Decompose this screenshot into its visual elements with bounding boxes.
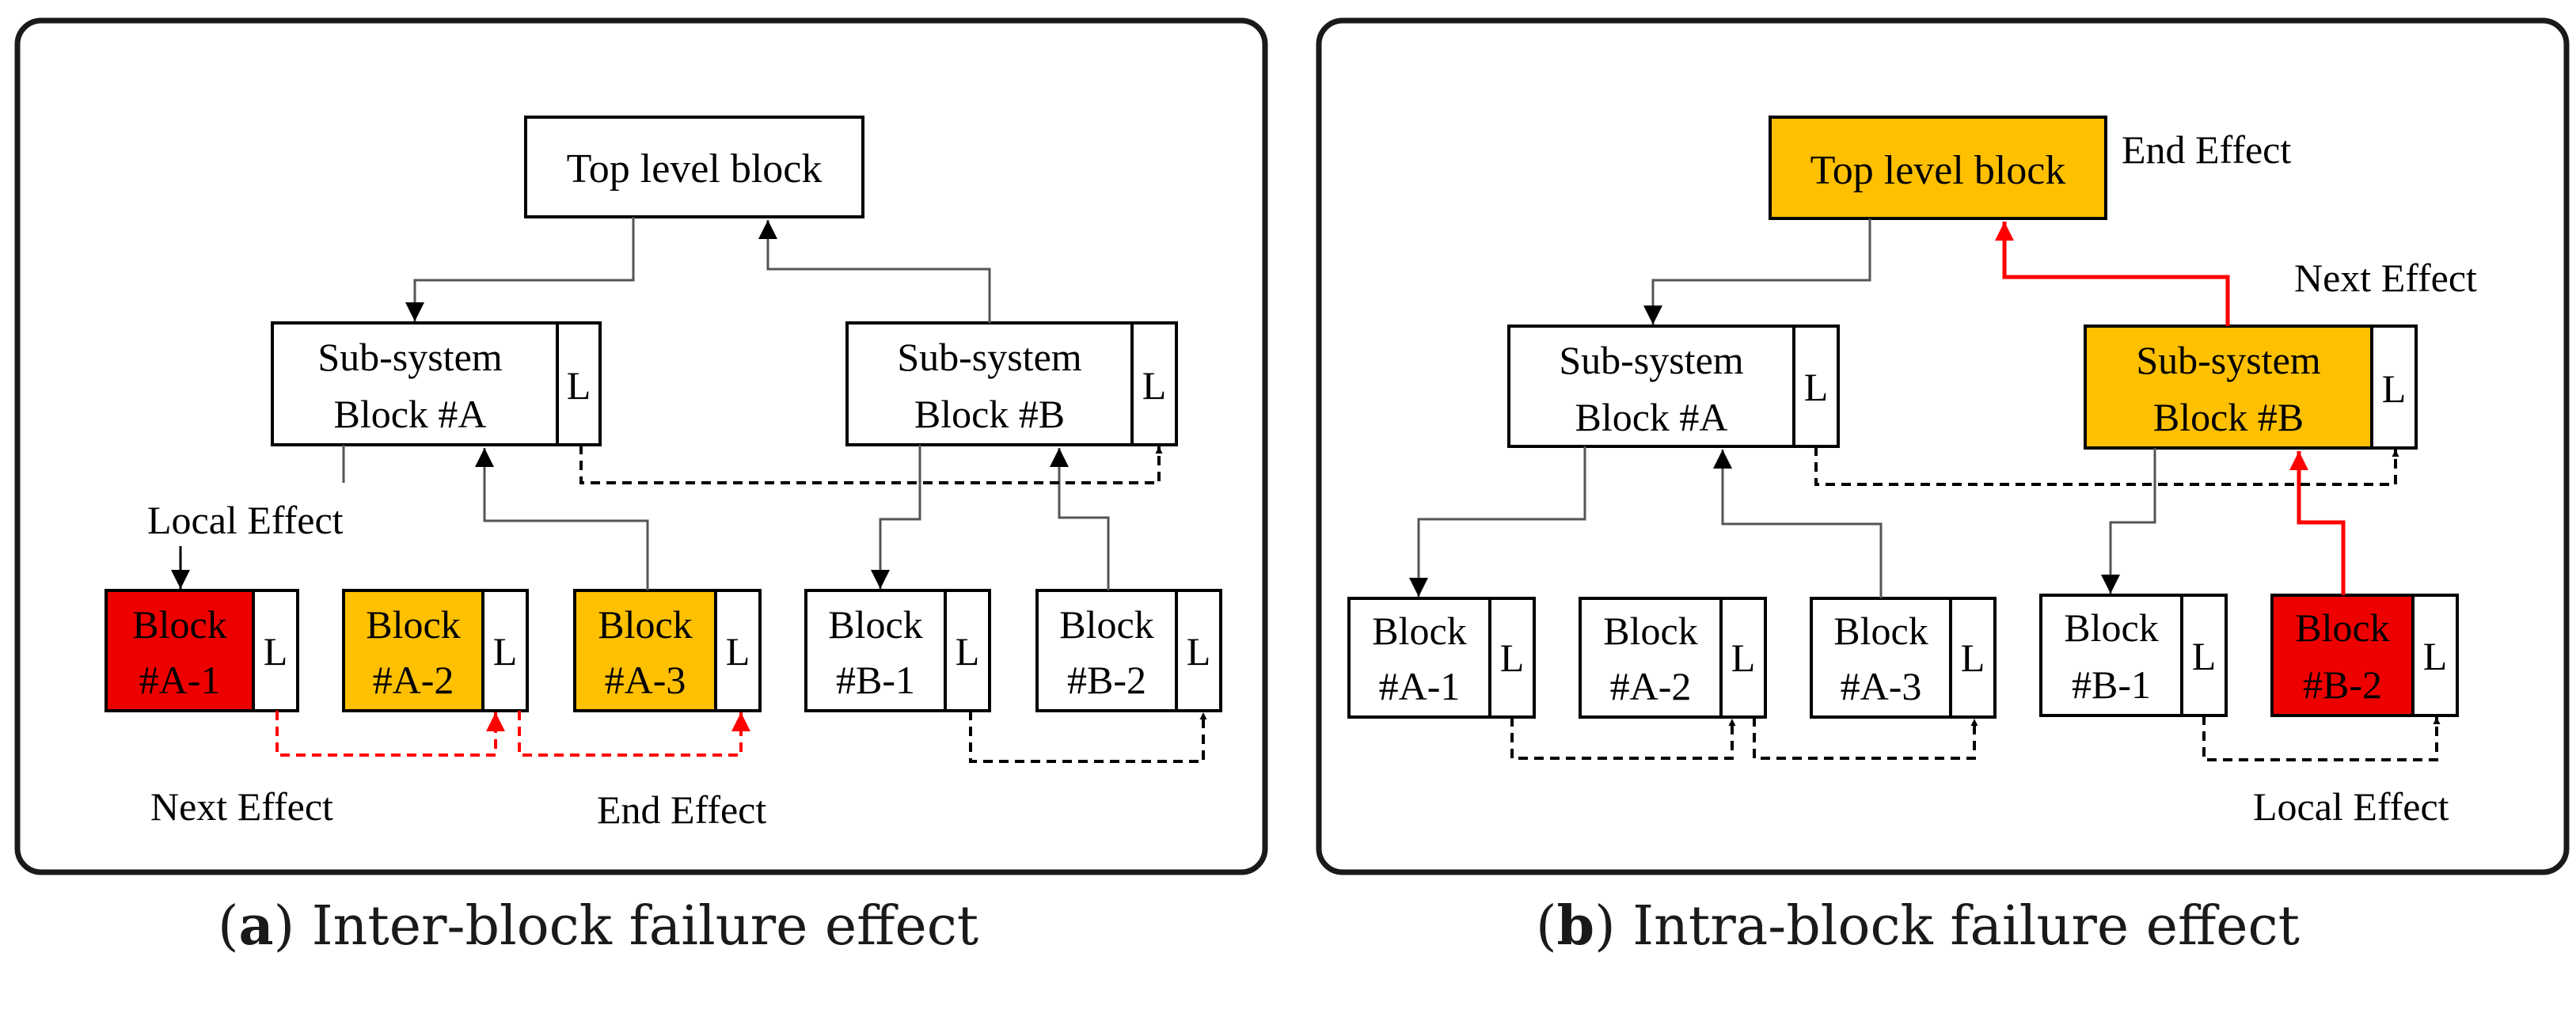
block-b1-l: L (956, 629, 980, 674)
connector-a3-to-sub-a (475, 448, 649, 590)
red-connector-b2-to-sub-b (2289, 451, 2346, 595)
block-a3-line1: Block (1833, 609, 1928, 653)
subsystem-a-l-box (556, 321, 602, 446)
dashed-l-a2-to-a3 (1753, 717, 1978, 760)
block-a1-line1: Block (132, 602, 226, 647)
connector-top-to-sub-a (1643, 218, 1871, 325)
block-a1-l: L (1500, 636, 1525, 680)
subsystem-a-line2: Block #A (1575, 395, 1727, 439)
block-b1-line1: Block (2064, 605, 2158, 650)
end-effect-label: End Effect (2122, 127, 2291, 172)
subsystem-b-l: L (2382, 366, 2407, 411)
subsystem-b-block (845, 321, 1134, 446)
block-a3-line2: #A-3 (1841, 664, 1922, 708)
next-effect-label: Next Effect (150, 784, 333, 829)
block-a2: Block #A-2 L (342, 589, 529, 712)
subsystem-a-block (1507, 325, 1795, 448)
subsystem-b-l-box (1130, 321, 1178, 446)
caption-a-letter: a (238, 894, 274, 958)
block-a2-line2: #A-2 (373, 658, 454, 702)
block-a3-l: L (726, 629, 750, 674)
connector-sub-a-to-a1 (1409, 446, 1586, 597)
block-a3-l: L (1961, 636, 1985, 680)
subsystem-b-l-box (2370, 325, 2418, 450)
top-level-block-label: Top level block (567, 146, 823, 192)
connector-a3-to-sub-a (1713, 450, 1883, 598)
top-level-block (1769, 116, 2107, 220)
block-a1-line2: #A-1 (139, 658, 221, 702)
dashed-red-a1-to-a2 (275, 711, 505, 757)
block-a2-line1: Block (1603, 609, 1697, 653)
top-level-block-label: Top level block (1810, 148, 2066, 193)
block-b2-line1: Block (2295, 605, 2389, 650)
connector-sub-b-to-b1 (2101, 448, 2156, 594)
block-b1: Block #B-1 L (2039, 594, 2228, 717)
local-effect-label: Local Effect (2253, 784, 2449, 829)
subsystem-a-line1: Sub-system (317, 335, 502, 379)
block-a2-line2: #A-2 (1610, 664, 1692, 708)
subsystem-a-l: L (567, 363, 591, 408)
connector-top-to-sub-a (405, 217, 635, 321)
connector-sub-b-to-top (758, 220, 991, 323)
block-a2-line1: Block (366, 602, 460, 647)
block-b2: Block #B-2 L (2270, 594, 2459, 717)
subsystem-b-line1: Sub-system (897, 335, 1081, 379)
dashed-l-b1-to-b2 (969, 711, 1207, 763)
block-b2-line2: #B-2 (2303, 662, 2382, 707)
block-a3: Block #A-3 L (573, 589, 762, 712)
subsystem-a-block (271, 321, 559, 446)
caption-b-letter: b (1556, 894, 1595, 958)
block-b2-l: L (1187, 629, 1211, 674)
subsystem-b-line2: Block #B (2153, 395, 2304, 439)
block-a3: Block #A-3 L (1810, 597, 1997, 719)
caption-b: (b) Intra-block failure effect (1536, 894, 2300, 958)
subsystem-b-block (2084, 325, 2373, 450)
subsystem-b-line2: Block #B (914, 392, 1065, 436)
block-b2: Block #B-2 L (1035, 589, 1222, 712)
dashed-l-a1-to-a2 (1510, 717, 1736, 760)
subsystem-b-l: L (1142, 363, 1167, 408)
block-a1-line1: Block (1372, 609, 1466, 653)
top-level-block (524, 116, 864, 218)
panel-b: Top level block End Effect Sub-system Bl… (1316, 17, 2570, 875)
block-a1: Block #A-1 L (1347, 597, 1536, 719)
red-connector-sub-b-to-top (1995, 222, 2230, 326)
dashed-red-a2-to-a3 (518, 711, 750, 757)
block-a1-line2: #A-1 (1379, 664, 1461, 708)
subsystem-a-line1: Sub-system (1559, 338, 1743, 382)
dashed-l-sub-a-to-sub-b (1814, 446, 2399, 486)
dashed-l-sub-a-to-sub-b (579, 445, 1163, 484)
subsystem-a-line2: Block #A (333, 392, 486, 436)
block-a3-line2: #A-3 (605, 658, 686, 702)
subsystem-b-line1: Sub-system (2136, 338, 2320, 382)
block-a1: Block #A-1 L (104, 589, 299, 712)
block-b2-line2: #B-2 (1067, 658, 1146, 702)
dashed-l-b1-to-b2 (2202, 715, 2441, 761)
subsystem-a-l: L (1804, 365, 1829, 409)
local-effect-label: Local Effect (147, 498, 344, 542)
block-a2-l: L (1731, 636, 1756, 680)
block-b1-l: L (2192, 634, 2217, 678)
caption-a-text: Inter-block failure effect (294, 895, 979, 958)
panel-a: Top level block Sub-system Block #A L Su… (14, 17, 1268, 875)
next-effect-label: Next Effect (2294, 256, 2477, 300)
caption-a: (a) Inter-block failure effect (218, 894, 979, 958)
end-effect-label: End Effect (597, 788, 766, 832)
block-b1-line1: Block (828, 602, 922, 647)
block-b2-line1: Block (1059, 602, 1153, 647)
block-b1-line2: #B-1 (2072, 662, 2151, 707)
connector-sub-b-to-b1 (871, 445, 921, 589)
block-a3-line1: Block (598, 602, 692, 647)
block-a2-l: L (493, 629, 518, 674)
block-b2-l: L (2423, 634, 2448, 678)
block-a2: Block #A-2 L (1579, 597, 1767, 719)
block-b1: Block #B-1 L (804, 589, 991, 712)
block-b1-line2: #B-1 (836, 658, 915, 702)
block-a1-l: L (264, 629, 288, 674)
caption-b-text: Intra-block failure effect (1615, 895, 2300, 958)
